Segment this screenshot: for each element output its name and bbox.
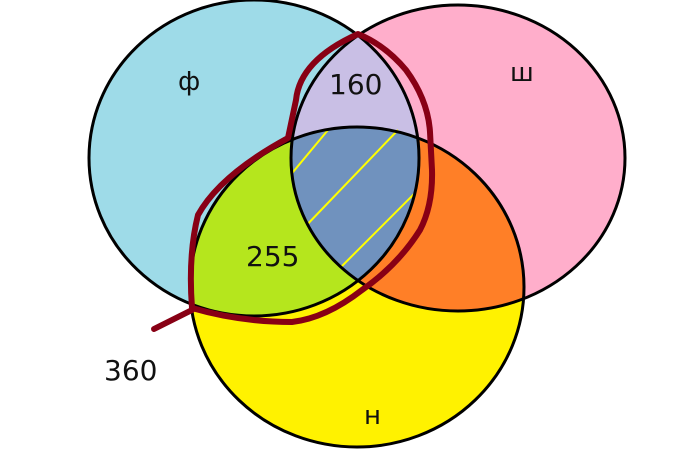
highlight-pointer xyxy=(151,307,195,332)
region-f-sh-value: 160 xyxy=(329,68,382,101)
set-f-outline xyxy=(87,0,421,318)
set-sh-label: ш xyxy=(510,58,534,88)
region-f-n-value: 255 xyxy=(246,240,299,273)
set-sh-outline xyxy=(289,3,627,313)
hatch-line xyxy=(291,129,329,179)
highlight-outline xyxy=(187,31,436,325)
set-f-label: ф xyxy=(178,67,200,97)
set-n-label: н xyxy=(364,401,381,431)
hatch-line xyxy=(299,129,399,233)
highlight-total-label: 360 xyxy=(104,354,157,387)
